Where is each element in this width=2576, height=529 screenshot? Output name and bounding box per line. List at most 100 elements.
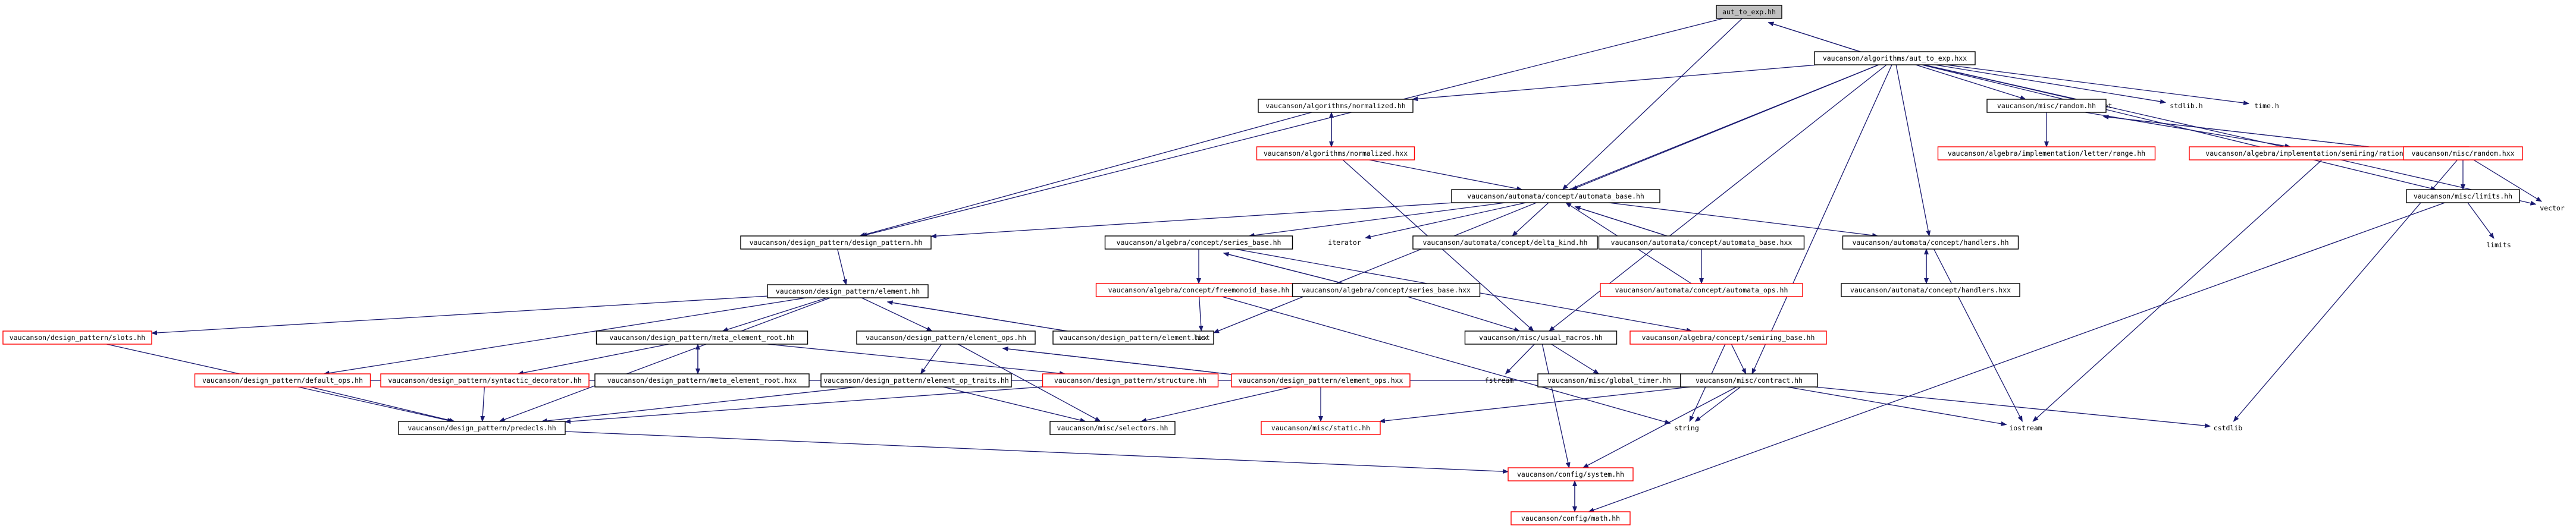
node-syntactic-decorator[interactable]: vaucanson/design_pattern/syntactic_decor… <box>380 373 590 388</box>
node-iterator[interactable]: iterator <box>1328 238 1361 247</box>
node-label: vaucanson/misc/selectors.hh <box>1057 424 1168 432</box>
node-handlers-hh[interactable]: vaucanson/automata/concept/handlers.hh <box>1842 235 2019 250</box>
node-automata-base-hh[interactable]: vaucanson/automata/concept/automata_base… <box>1451 189 1660 203</box>
edge-predecls-to-system_hh <box>565 431 1509 474</box>
node-system-hh[interactable]: vaucanson/config/system.hh <box>1508 467 1634 481</box>
edge-freemonoid_base-to-list <box>1198 296 1204 332</box>
node-selectors[interactable]: vaucanson/misc/selectors.hh <box>1049 421 1176 435</box>
node-box <box>1256 146 1415 160</box>
node-default-ops[interactable]: vaucanson/design_pattern/default_ops.hh <box>194 373 371 388</box>
edge-line <box>920 344 942 374</box>
node-label: vaucanson/design_pattern/structure.hh <box>1054 376 1206 385</box>
node-label: vaucanson/algebra/implementation/semirin… <box>2205 149 2452 158</box>
node-structure-hh[interactable]: vaucanson/design_pattern/structure.hh <box>1042 373 1219 388</box>
node-stdlib-h[interactable]: stdlib.h <box>2170 102 2202 110</box>
node-label: vaucanson/misc/usual_macros.hh <box>1479 333 1603 342</box>
node-box <box>740 235 932 250</box>
edge-line <box>1608 202 1879 238</box>
edge-limits_hh-to-limits <box>2467 202 2494 239</box>
edge-syntactic_decorator-to-predecls <box>480 386 485 422</box>
node-meta-element-hxx[interactable]: vaucanson/design_pattern/meta_element_ro… <box>594 373 810 388</box>
edge-line <box>1787 386 2007 426</box>
node-normalized-hh[interactable]: vaucanson/algorithms/normalized.hh <box>1258 99 1414 113</box>
node-predecls[interactable]: vaucanson/design_pattern/predecls.hh <box>398 421 566 435</box>
edge-contract_hh-to-string <box>1694 386 1741 422</box>
edge-line <box>1002 347 1264 379</box>
node-label: vaucanson/design_pattern/element_ops.hh <box>866 333 1026 342</box>
node-label: vaucanson/misc/random.hxx <box>2411 149 2514 158</box>
edge-line <box>565 386 1043 424</box>
edge-line <box>1379 386 1691 423</box>
node-label: vaucanson/misc/static.hh <box>1271 424 1370 432</box>
node-semiring-base[interactable]: vaucanson/algebra/concept/semiring_base.… <box>1629 330 1827 345</box>
node-element-hxx[interactable]: vaucanson/design_pattern/element.hxx <box>1052 330 1214 345</box>
node-box <box>1292 283 1481 297</box>
edge-meta_element_hh-to-structure_hh <box>767 344 1066 376</box>
edge-aut_to_exp_hxx-to-time_h <box>1945 64 2249 106</box>
node-aut-to-exp-hxx[interactable]: vaucanson/algorithms/aut_to_exp.hxx <box>1814 51 1976 65</box>
node-label: vaucanson/automata/concept/handlers.hh <box>1852 238 2008 247</box>
node-box <box>1600 283 1803 297</box>
node-letter-range[interactable]: vaucanson/algebra/implementation/letter/… <box>1937 146 2156 160</box>
edge-line <box>1915 64 2026 100</box>
node-label: vaucanson/automata/concept/delta_kind.hh <box>1423 238 1588 247</box>
node-label: vaucanson/design_pattern/predecls.hh <box>408 424 556 432</box>
node-handlers-hxx[interactable]: vaucanson/automata/concept/handlers.hxx <box>1841 283 2020 297</box>
node-automata-base-hxx[interactable]: vaucanson/automata/concept/automata_base… <box>1598 235 1805 250</box>
node-iostream[interactable]: iostream <box>2009 424 2042 432</box>
node-element-hh[interactable]: vaucanson/design_pattern/element.hh <box>767 284 929 298</box>
node-label: vaucanson/algebra/concept/freemonoid_bas… <box>1108 286 1290 294</box>
node-slots-hh[interactable]: vaucanson/design_pattern/slots.hh <box>2 330 152 345</box>
edge-line <box>957 344 1101 422</box>
node-box <box>1716 5 1782 19</box>
node-normalized-hxx[interactable]: vaucanson/algorithms/normalized.hxx <box>1256 146 1415 160</box>
edge-random_hxx-to-cstdlib <box>2233 159 2458 422</box>
node-element-ops-hxx[interactable]: vaucanson/design_pattern/element_ops.hxx <box>1231 373 1411 388</box>
edge-freemonoid_base-to-string <box>1221 296 1671 424</box>
node-math-hh[interactable]: vaucanson/config/math.hh <box>1510 511 1631 525</box>
node-random-hh[interactable]: vaucanson/misc/random.hh <box>1986 99 2107 113</box>
edge-line <box>1815 386 2211 429</box>
node-label: iostream <box>2009 424 2042 432</box>
edge-line <box>1768 21 1873 56</box>
node-label: fstream <box>1485 376 1514 385</box>
node-vector[interactable]: vector <box>2540 204 2565 212</box>
node-global-timer[interactable]: vaucanson/misc/global_timer.hh <box>1537 373 1681 388</box>
node-rational-number[interactable]: vaucanson/algebra/implementation/semirin… <box>2189 146 2470 160</box>
node-box <box>1510 511 1631 525</box>
node-label: vaucanson/algorithms/normalized.hh <box>1265 102 1405 110</box>
node-limits-hh[interactable]: vaucanson/misc/limits.hh <box>2406 189 2520 203</box>
node-static-hh[interactable]: vaucanson/misc/static.hh <box>1261 421 1381 435</box>
edge-aut_to_exp_hh-to-automata_base_hh <box>1562 18 1743 190</box>
node-design-pattern-hh[interactable]: vaucanson/design_pattern/design_pattern.… <box>740 235 932 250</box>
node-series-base-hh[interactable]: vaucanson/algebra/concept/series_base.hh <box>1104 235 1293 250</box>
node-string[interactable]: string <box>1674 424 1699 432</box>
node-automata-ops[interactable]: vaucanson/automata/concept/automata_ops.… <box>1600 283 1803 297</box>
node-delta-kind[interactable]: vaucanson/automata/concept/delta_kind.hh <box>1412 235 1598 250</box>
node-time-h[interactable]: time.h <box>2254 102 2279 110</box>
node-fstream[interactable]: fstream <box>1485 376 1514 385</box>
node-element-op-traits[interactable]: vaucanson/design_pattern/element_op_trai… <box>820 373 1012 388</box>
node-cstdlib[interactable]: cstdlib <box>2214 424 2243 432</box>
edge-line <box>886 300 1093 336</box>
node-label: aut_to_exp.hh <box>1722 8 1776 16</box>
node-list[interactable]: list <box>1193 333 1210 342</box>
node-box <box>820 373 1012 388</box>
node-freemonoid-base[interactable]: vaucanson/algebra/concept/freemonoid_bas… <box>1095 283 1302 297</box>
edge-line <box>859 112 1312 237</box>
edge-aut_to_exp_hxx-to-normalized_hh <box>1412 64 1818 102</box>
edge-element_ops_hh-to-selectors <box>957 344 1101 422</box>
node-series-base-hxx[interactable]: vaucanson/algebra/concept/series_base.hx… <box>1292 283 1481 297</box>
edge-aut_to_exp_hxx-to-aut_to_exp_hh <box>1768 21 1873 56</box>
edge-line <box>2102 115 2406 152</box>
edge-element_ops_hxx-to-element_ops_hh <box>1002 347 1264 379</box>
edge-line <box>541 386 857 423</box>
node-random-hxx[interactable]: vaucanson/misc/random.hxx <box>2403 146 2523 160</box>
node-usual-macros[interactable]: vaucanson/misc/usual_macros.hh <box>1464 330 1618 345</box>
node-box <box>1258 99 1414 113</box>
node-limits[interactable]: limits <box>2486 241 2511 249</box>
node-element-ops-hh[interactable]: vaucanson/design_pattern/element_ops.hh <box>856 330 1036 345</box>
node-meta-element-hh[interactable]: vaucanson/design_pattern/meta_element_ro… <box>596 330 808 345</box>
node-contract-hh[interactable]: vaucanson/misc/contract.hh <box>1680 373 1818 388</box>
node-label: vector <box>2540 204 2565 212</box>
